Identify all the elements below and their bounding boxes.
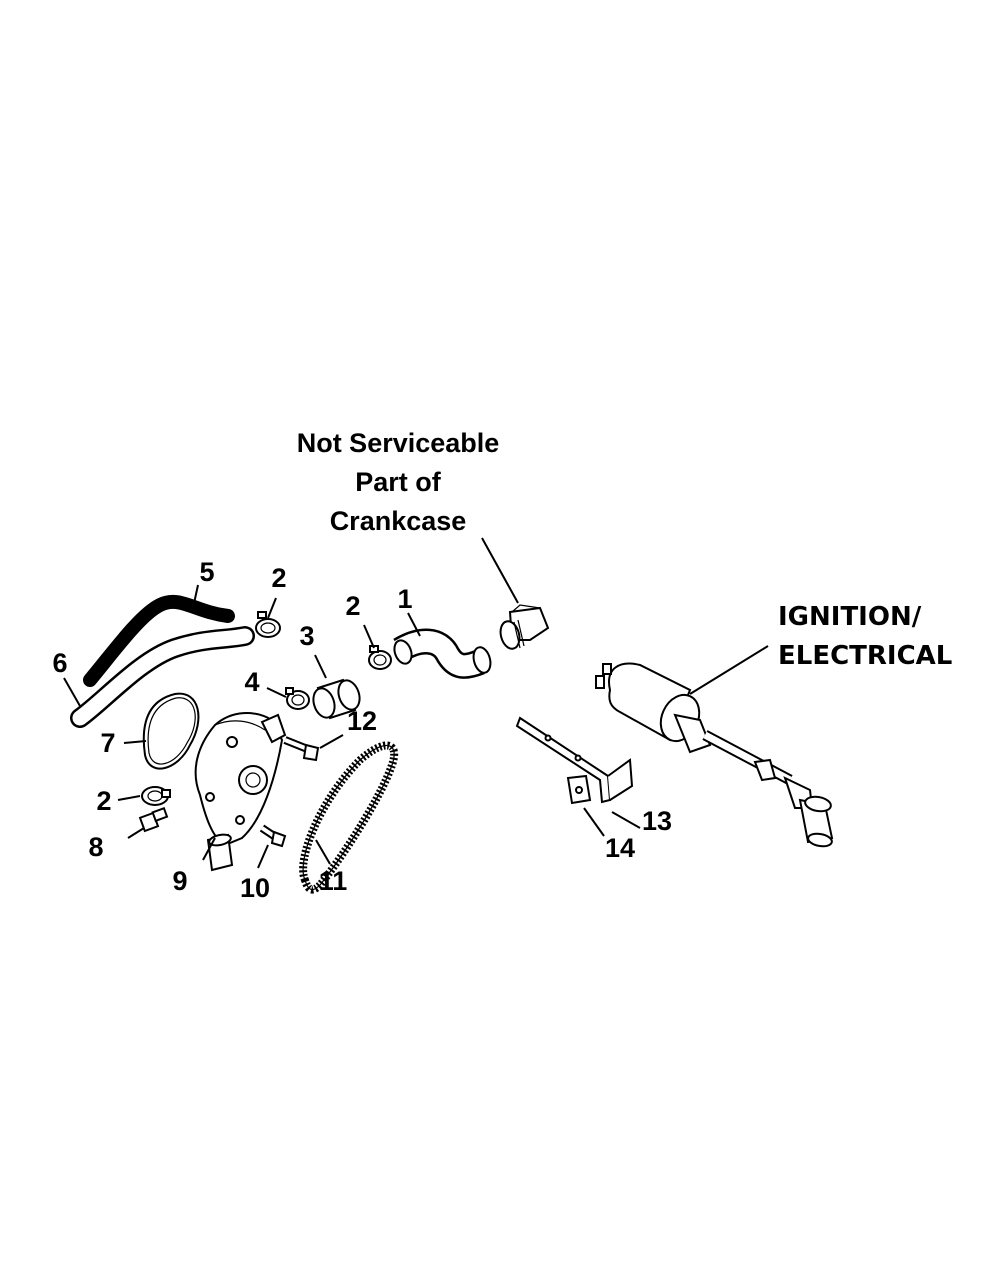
part-4-clamp (266, 687, 310, 710)
callout-4: 4 (244, 667, 259, 697)
callout-11: 11 (319, 866, 348, 896)
callout-2-low: 2 (96, 786, 111, 816)
callout-13: 13 (642, 806, 672, 836)
note-line-2: Part of (355, 467, 442, 497)
callout-10: 10 (240, 873, 270, 903)
ignition-line-2: ELECTRICAL (778, 641, 952, 671)
ignition-note: IGNITION/ ELECTRICAL (689, 602, 952, 695)
note-line-3: Crankcase (330, 506, 467, 536)
note-leader (481, 537, 519, 604)
part-7-gasket (123, 692, 200, 770)
callout-1: 1 (397, 584, 412, 614)
callout-2-mid: 2 (345, 591, 360, 621)
note-line-1: Not Serviceable (297, 428, 500, 458)
part-12-bolt (283, 734, 344, 762)
part-2-clamp-top (255, 597, 281, 638)
callout-7: 7 (100, 728, 115, 758)
part-9-water-pump (194, 712, 287, 872)
callout-6: 6 (52, 648, 67, 678)
part-13-bracket (515, 716, 641, 829)
ignition-line-1: IGNITION/ (778, 602, 922, 632)
part-8-fitting (127, 806, 169, 839)
crankcase-fitting (499, 604, 550, 650)
part-10-bolt (257, 824, 287, 869)
callout-9: 9 (172, 866, 187, 896)
ignition-leader (689, 645, 769, 695)
part-1-elbow-hose (393, 612, 492, 679)
callout-3: 3 (299, 621, 314, 651)
part-14-clip (566, 774, 605, 837)
part-5-hose (83, 584, 235, 687)
ignition-coil (595, 662, 834, 848)
part-6-hose (63, 626, 255, 728)
part-2-clamp-mid (363, 624, 392, 670)
part-2-clamp-low (117, 786, 171, 806)
callout-12: 12 (347, 706, 377, 736)
part-3-sleeve (312, 654, 361, 720)
callout-2-top: 2 (271, 563, 286, 593)
part-11-belt (299, 741, 399, 894)
callout-5: 5 (199, 557, 214, 587)
callout-14: 14 (605, 833, 635, 863)
callouts: 1 2 2 2 3 4 5 6 7 8 9 10 11 12 13 14 (52, 557, 672, 903)
not-serviceable-note: Not Serviceable Part of Crankcase (297, 428, 519, 604)
callout-8: 8 (88, 832, 103, 862)
